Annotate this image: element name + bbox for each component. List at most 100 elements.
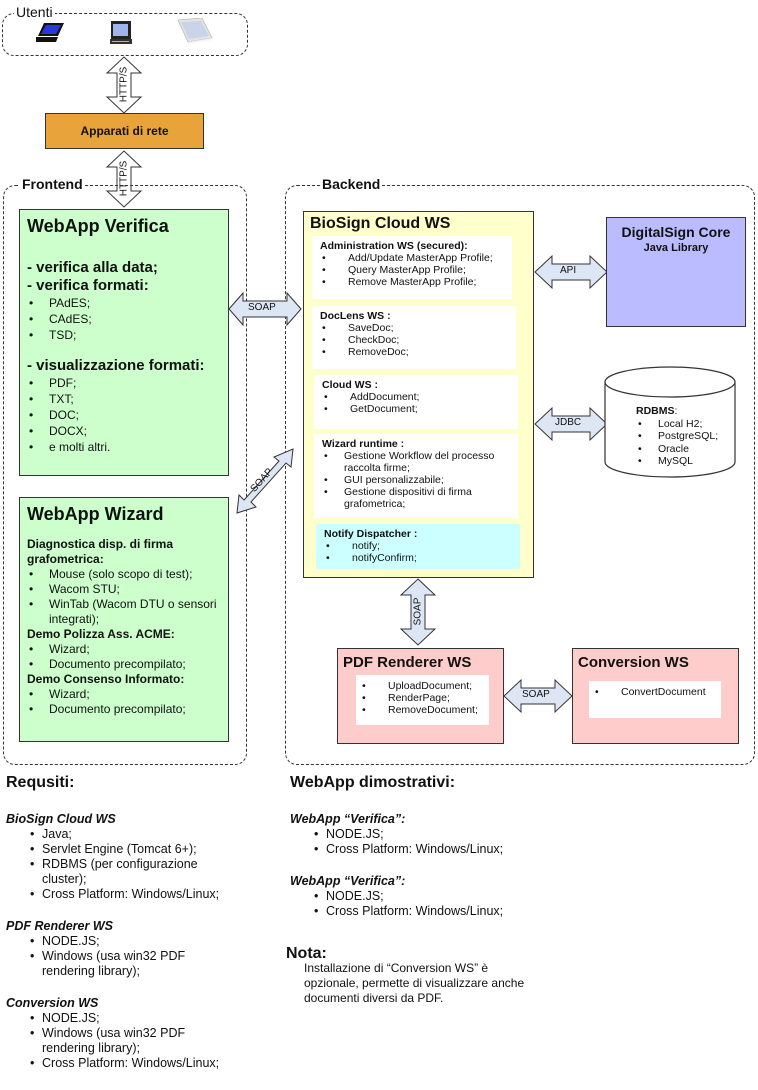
demo-webapps-section: WebApp dimostrativi: WebApp “Verifica”: … xyxy=(290,774,590,920)
note-text: Installazione di “Conversion WS” è opzio… xyxy=(304,961,525,1005)
list-item: Add/Update MasterApp Profile; xyxy=(320,252,504,264)
list-item: ConvertDocument xyxy=(593,686,717,698)
wizard-section-heading: Diagnostica disp. di firma grafometrica: xyxy=(27,537,174,566)
list-item: Documento precompilato; xyxy=(27,657,221,672)
list-item: Gestione dispositivi di firma grafometri… xyxy=(322,486,510,510)
list-item: Query MasterApp Profile; xyxy=(320,264,504,276)
list-item: UploadDocument; xyxy=(360,680,485,692)
notify-dispatcher-module: Notify Dispatcher : notify; notifyConfir… xyxy=(316,524,520,569)
list-item: PAdES; xyxy=(27,295,221,311)
conversion-ws-title: Conversion WS xyxy=(578,654,689,671)
list-item: SaveDoc; xyxy=(320,322,508,334)
list-item: Wacom STU; xyxy=(27,582,221,597)
list-item: Local H2; xyxy=(636,418,718,431)
list-item: GetDocument; xyxy=(322,403,510,415)
frontend-group xyxy=(3,185,247,765)
list-item: Windows (usa win32 PDF rendering library… xyxy=(6,1026,216,1056)
webapp-verifica-box: WebApp Verifica - verifica alla data; - … xyxy=(19,209,229,476)
users-group xyxy=(2,13,248,56)
wizard-section-heading: Demo Consenso Informato: xyxy=(27,672,185,686)
visualizzazione-formati: - visualizzazione formati: xyxy=(27,357,205,374)
demo-webapp-heading: WebApp “Verifica”: xyxy=(290,874,406,888)
soap-label-biosign-pdf: SOAP xyxy=(412,597,424,626)
soap-arrow-biosign-pdf xyxy=(399,578,437,646)
soap-label-verifica: SOAP xyxy=(248,302,276,313)
view-formats-list: PDF; TXT; DOC; DOCX; e molti altri. xyxy=(27,375,221,455)
demo-webapp-heading: WebApp “Verifica”: xyxy=(290,812,406,826)
note-title: Nota: xyxy=(286,945,327,962)
list-item: MySQL xyxy=(636,455,718,468)
list-item: Wizard; xyxy=(27,687,221,702)
module-heading: DocLens WS : xyxy=(320,310,391,322)
requirements-title: Requsiti: xyxy=(6,774,75,791)
list-item: NODE.JS; xyxy=(6,934,216,949)
list-item: RDBMS (per configurazione cluster); xyxy=(6,857,236,887)
list-item: Mouse (solo scopo di test); xyxy=(27,567,221,582)
cloud-ws-module: Cloud WS : AddDocument; GetDocument; xyxy=(314,375,518,429)
conversion-ops: ConvertDocument xyxy=(589,681,721,718)
list-item: RemoveDocument; xyxy=(360,704,485,716)
doclens-ws-module: DocLens WS : SaveDoc; CheckDoc; RemoveDo… xyxy=(312,306,516,369)
https-arrow-network-frontend xyxy=(105,150,143,208)
module-heading: Notify Dispatcher : xyxy=(324,528,418,540)
webapp-wizard-box: WebApp Wizard Diagnostica disp. di firma… xyxy=(19,497,229,742)
api-label: API xyxy=(560,265,577,276)
requirements-section: Requsiti: BioSign Cloud WS Java; Servlet… xyxy=(6,774,266,1072)
list-item: RemoveDoc; xyxy=(320,346,508,358)
network-devices-box: Apparati di rete xyxy=(45,113,204,149)
verifica-formati: - verifica formati: xyxy=(27,277,149,294)
backend-group xyxy=(285,185,755,765)
list-item: Oracle xyxy=(636,443,718,456)
tablet-icon xyxy=(177,18,213,44)
pdf-renderer-ops: UploadDocument; RenderPage; RemoveDocume… xyxy=(356,675,489,725)
list-item: Servlet Engine (Tomcat 6+); xyxy=(6,842,236,857)
module-heading: Administration WS (secured): xyxy=(320,240,468,252)
module-heading: Cloud WS : xyxy=(322,379,378,391)
list-item: TXT; xyxy=(27,391,221,407)
rdbms-details: RDBMS: Local H2; PostgreSQL; Oracle MySQ… xyxy=(636,405,718,468)
webapp-wizard-title: WebApp Wizard xyxy=(27,504,164,524)
list-item: Cross Platform: Windows/Linux; xyxy=(6,887,236,902)
list-item: Cross Platform: Windows/Linux; xyxy=(290,842,590,857)
frontend-group-label: Frontend xyxy=(20,176,85,192)
soap-arrow-wizard-biosign xyxy=(236,448,294,514)
network-devices-label: Apparati di rete xyxy=(80,124,169,138)
demo-webapps-title: WebApp dimostrativi: xyxy=(290,774,456,791)
requirements-subsection-heading: Conversion WS xyxy=(6,996,99,1010)
signature-formats-list: PAdES; CAdES; TSD; xyxy=(27,295,221,343)
conversion-ws-box: Conversion WS ConvertDocument xyxy=(572,648,739,744)
list-item: Documento precompilato; xyxy=(27,702,221,717)
note-section: Nota: Installazione di “Conversion WS” è… xyxy=(286,946,526,1006)
digitalsign-core-subtitle: Java Library xyxy=(643,242,709,254)
pdf-renderer-ws-box: PDF Renderer WS UploadDocument; RenderPa… xyxy=(337,648,504,744)
list-item: Windows (usa win32 PDF rendering library… xyxy=(6,949,216,979)
desktop-pc-icon xyxy=(110,21,132,44)
wizard-section-heading: Demo Polizza Ass. ACME: xyxy=(27,627,175,641)
backend-group-label: Backend xyxy=(320,176,383,192)
list-item: notify; xyxy=(324,540,512,552)
list-item: DOC; xyxy=(27,407,221,423)
list-item: NODE.JS; xyxy=(290,827,590,842)
rdbms-list: Local H2; PostgreSQL; Oracle MySQL xyxy=(636,418,718,468)
digitalsign-core-box: DigitalSign Core Java Library xyxy=(606,217,746,327)
list-item: Wizard; xyxy=(27,642,221,657)
list-item: NODE.JS; xyxy=(6,1011,246,1026)
rdbms-heading: RDBMS xyxy=(636,405,675,417)
list-item: Cross Platform: Windows/Linux; xyxy=(6,1056,246,1071)
list-item: PostgreSQL; xyxy=(636,430,718,443)
soap-label-pdf-conversion: SOAP xyxy=(522,689,550,700)
requirements-subsection-heading: PDF Renderer WS xyxy=(6,919,113,933)
list-item: notifyConfirm; xyxy=(324,552,512,564)
verifica-alla-data: - verifica alla data; xyxy=(27,259,158,276)
list-item: AddDocument; xyxy=(322,391,510,403)
list-item: TSD; xyxy=(27,327,221,343)
biosign-cloud-ws-box: BioSign Cloud WS Administration WS (secu… xyxy=(303,211,534,578)
list-item: Gestione Workflow del processo raccolta … xyxy=(322,450,510,474)
users-group-label: Utenti xyxy=(14,4,55,20)
pdf-renderer-ws-title: PDF Renderer WS xyxy=(343,654,472,671)
wizard-runtime-module: Wizard runtime : Gestione Workflow del p… xyxy=(314,434,518,518)
https-label-1: HTTP/S xyxy=(118,66,130,103)
biosign-cloud-ws-title: BioSign Cloud WS xyxy=(310,215,451,232)
list-item: GUI personalizzabile; xyxy=(322,474,510,486)
jdbc-label: JDBC xyxy=(555,417,582,428)
